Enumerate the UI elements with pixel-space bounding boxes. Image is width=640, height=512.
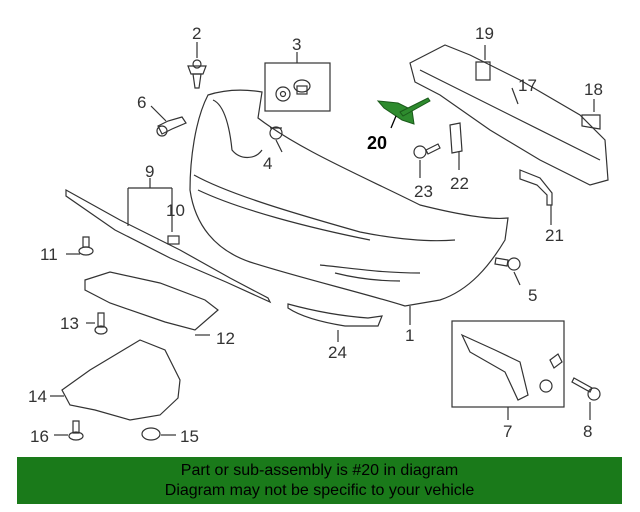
callout-1: 1 bbox=[405, 326, 415, 345]
part-13-bolt bbox=[97, 312, 105, 328]
callout-10: 10 bbox=[166, 201, 185, 220]
callout-14: 14 bbox=[28, 387, 47, 406]
part-9-bracket bbox=[65, 188, 272, 304]
parts-diagram bbox=[50, 42, 609, 441]
part-16-bolt bbox=[72, 420, 80, 434]
part-14-undercover bbox=[61, 339, 181, 421]
callout-7: 7 bbox=[503, 422, 513, 441]
part-4-nut bbox=[269, 126, 283, 140]
callout-21: 21 bbox=[545, 226, 564, 245]
callout-4: 4 bbox=[263, 154, 273, 173]
callout-8: 8 bbox=[583, 422, 593, 441]
part-22-bracket bbox=[449, 122, 463, 154]
part-6-bolt bbox=[157, 116, 187, 135]
part-24-reflector bbox=[287, 303, 383, 327]
info-banner: Part or sub-assembly is #20 in diagram D… bbox=[17, 457, 622, 504]
banner-line-2: Diagram may not be specific to your vehi… bbox=[164, 482, 475, 499]
part-8-bolt bbox=[571, 377, 593, 393]
part-21-bracket bbox=[519, 169, 553, 206]
callout-11: 11 bbox=[40, 245, 58, 264]
callout-24: 24 bbox=[328, 343, 347, 362]
part-15-nut bbox=[141, 427, 161, 441]
banner-line-1: Part or sub-assembly is #20 in diagram bbox=[180, 462, 459, 479]
part-17-reinforcement bbox=[409, 44, 609, 186]
part-11-bolt bbox=[82, 236, 90, 248]
part-23-screw bbox=[413, 145, 427, 159]
callout-6: 6 bbox=[137, 93, 147, 112]
part-5-screw bbox=[507, 257, 521, 271]
part-7-box bbox=[451, 320, 565, 408]
callout-3: 3 bbox=[292, 35, 302, 54]
callout-22: 22 bbox=[450, 174, 469, 193]
part-18-pad bbox=[581, 114, 601, 130]
callout-16: 16 bbox=[30, 427, 49, 446]
callout-9: 9 bbox=[145, 162, 155, 181]
callout-2: 2 bbox=[192, 24, 202, 43]
callout-13: 13 bbox=[60, 314, 79, 333]
callout-12: 12 bbox=[216, 329, 235, 348]
callout-18: 18 bbox=[584, 80, 603, 99]
part-2-clip bbox=[187, 65, 207, 75]
part-19-bracket bbox=[475, 61, 491, 81]
callout-19: 19 bbox=[475, 24, 494, 43]
callout-17: 17 bbox=[518, 76, 537, 95]
callout-5: 5 bbox=[528, 286, 538, 305]
part-10-clip bbox=[167, 235, 180, 245]
part-1-bumper-cover bbox=[189, 89, 509, 307]
part-20-highlighted bbox=[376, 97, 431, 125]
callout-15: 15 bbox=[180, 427, 199, 446]
callout-20: 20 bbox=[367, 133, 388, 153]
callout-23: 23 bbox=[414, 182, 433, 201]
part-12-absorber bbox=[84, 271, 219, 331]
